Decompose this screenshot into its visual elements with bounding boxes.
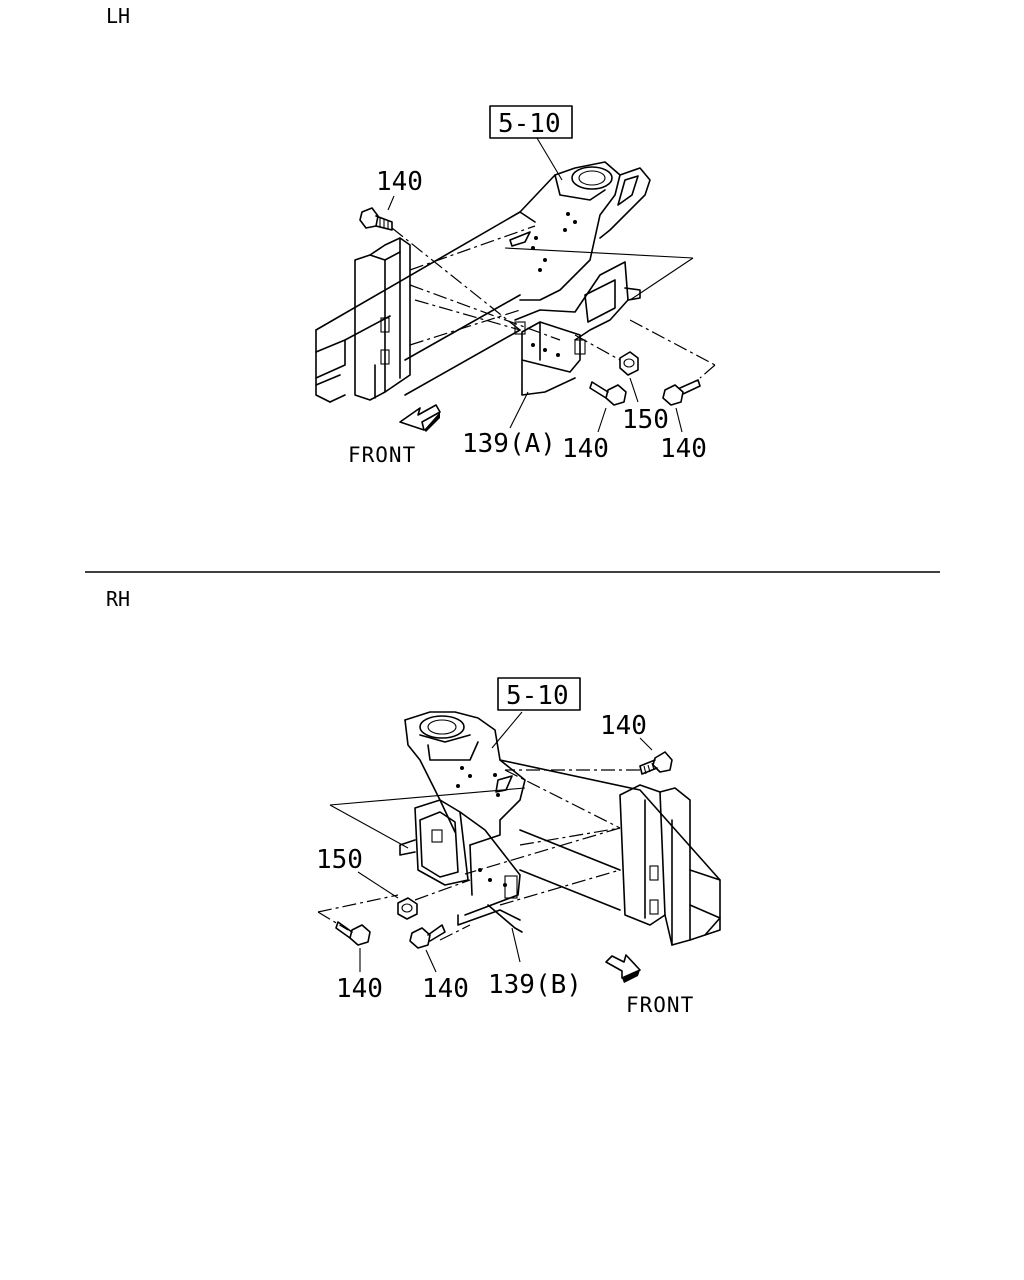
rh-front-indicator: FRONT [605, 954, 694, 1017]
lh-label-bolt-mid: 140 [562, 434, 609, 464]
lh-label-nut: 150 [622, 405, 669, 435]
rh-section: RH 5-10 [106, 587, 721, 1017]
rh-section-title: RH [106, 587, 130, 611]
lh-crossmember-upright [354, 237, 411, 401]
rh-bolt-mid[interactable]: 140 [409, 924, 469, 1004]
lh-reference-box[interactable]: 5-10 [489, 105, 573, 181]
lh-label-bolt-top: 140 [376, 167, 423, 197]
rh-label-nut: 150 [316, 845, 363, 875]
lh-label-bolt-right: 140 [660, 434, 707, 464]
lh-bolt-right[interactable]: 140 [660, 379, 707, 464]
lh-bolt-mid[interactable]: 140 [562, 381, 627, 464]
lh-label-bracket: 139(A) [462, 429, 556, 459]
lh-section: LH 5-10 [106, 4, 716, 467]
lh-mount-bracket [509, 161, 651, 301]
rh-bolt-top[interactable]: 140 [600, 711, 673, 775]
rh-label-bolt-left: 140 [336, 974, 383, 1004]
lh-section-title: LH [106, 4, 130, 28]
rh-alignment-lines [317, 769, 640, 941]
rh-crossmember-upright [619, 784, 691, 946]
rh-bracket-139b [399, 799, 523, 933]
rh-label-bolt-mid: 140 [422, 974, 469, 1004]
lh-front-label: FRONT [348, 443, 416, 467]
rh-nut[interactable]: 150 [316, 845, 418, 920]
rh-mount-bracket [404, 711, 526, 846]
rh-reference-label: 5-10 [506, 681, 569, 711]
rh-label-bracket: 139(B) [488, 970, 582, 1000]
rh-label-bolt-top: 140 [600, 711, 647, 741]
rh-bolt-left[interactable]: 140 [335, 921, 383, 1004]
lh-nut[interactable]: 150 [619, 351, 669, 435]
lh-frame-rail [315, 211, 536, 403]
lh-front-indicator: FRONT [348, 404, 441, 467]
lh-bracket-label-group: 139(A) [462, 391, 556, 459]
rh-bracket-label-group: 139(B) [488, 927, 582, 1000]
rh-reference-box[interactable]: 5-10 [491, 677, 581, 749]
lh-alignment-lines [391, 225, 716, 379]
rh-frame-rail [499, 759, 721, 941]
rh-front-label: FRONT [626, 993, 694, 1017]
lh-bracket-139a [514, 261, 641, 396]
lh-reference-label: 5-10 [498, 109, 561, 139]
lh-bolt-top[interactable]: 140 [359, 167, 423, 231]
